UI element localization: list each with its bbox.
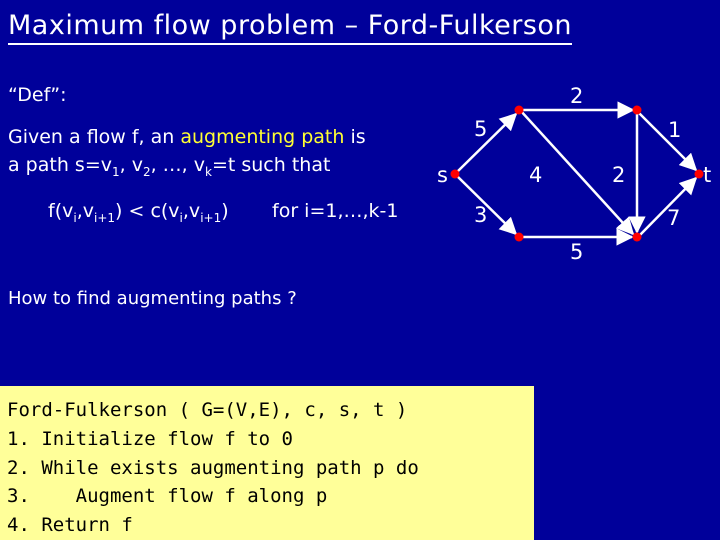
- condition-text: ,v: [76, 200, 94, 222]
- edge-top-left-to-bottom-right: [519, 109, 635, 236]
- capacity-s-to-bottom-left: 3: [474, 203, 487, 227]
- edge-top-right-to-t: [637, 111, 698, 172]
- capacity-s-to-top-left: 5: [474, 117, 487, 141]
- capacity-top: 2: [570, 84, 583, 108]
- definition-text: is: [344, 126, 366, 148]
- definition-label: “Def”:: [8, 84, 67, 106]
- subscript: 2: [142, 164, 151, 179]
- capacity-bottom-right-to-t: 7: [667, 206, 680, 230]
- subscript: i+1: [200, 210, 222, 225]
- capacity-top-right-to-t: 1: [668, 118, 681, 142]
- condition-text: ) < c(v: [115, 200, 180, 222]
- path-text: , …, v: [150, 154, 205, 176]
- subscript: i: [179, 210, 183, 225]
- capacity-top-right-to-bottom-right: 2: [612, 163, 625, 187]
- pseudocode-box: Ford-Fulkerson ( G=(V,E), c, s, t ) 1. In…: [0, 386, 534, 540]
- node-s: [450, 169, 460, 179]
- path-text: a path s=v: [8, 154, 112, 176]
- node-bottom-right: [632, 232, 642, 242]
- condition-text: ,v: [182, 200, 201, 222]
- condition-text: ): [221, 200, 229, 222]
- augmenting-path-highlight: augmenting path: [180, 126, 345, 148]
- definition-line-2: a path s=v1, v2, …, vk=t such that: [8, 154, 330, 179]
- definition-text: Given a flow f, an: [8, 126, 181, 148]
- condition-range: for i=1,…,k-1: [272, 200, 399, 222]
- node-top-right: [632, 105, 642, 115]
- pseudocode-line: 3. Augment flow f along p: [7, 485, 328, 508]
- pseudocode-line: 1. Initialize flow f to 0: [7, 427, 293, 450]
- node-t: [694, 169, 704, 179]
- subscript: i+1: [94, 210, 116, 225]
- graph-nodes: [450, 105, 704, 242]
- pseudocode-line: Ford-Fulkerson ( G=(V,E), c, s, t ): [7, 399, 408, 421]
- sink-label: t: [703, 163, 711, 187]
- edge-s-to-top-left: [455, 112, 518, 174]
- slide-title: Maximum flow problem – Ford-Fulkerson: [8, 10, 573, 45]
- subscript: 1: [111, 164, 120, 179]
- path-text: , v: [119, 154, 143, 176]
- question-text: How to find augmenting paths ?: [8, 288, 297, 309]
- edge-bottom-right-to-t: [637, 176, 698, 238]
- capacity-top-left-to-bottom-right: 4: [529, 163, 542, 187]
- edge-s-to-bottom-left: [455, 174, 518, 236]
- subscript: i: [73, 210, 77, 225]
- augmenting-condition: f(vi,vi+1) < c(vi,vi+1): [48, 200, 229, 225]
- graph-edges: [455, 101, 698, 246]
- pseudocode-line: 4. Return f: [7, 514, 133, 537]
- node-top-left: [514, 105, 524, 115]
- graph-labels: s t 2 5 1 4 2 3 5 7: [437, 84, 711, 264]
- definition-line-1: Given a flow f, an augmenting path is: [8, 126, 366, 148]
- path-text: =t such that: [211, 154, 331, 176]
- node-bottom-left: [514, 232, 524, 242]
- condition-text: f(v: [48, 200, 74, 222]
- source-label: s: [437, 163, 448, 187]
- capacity-bottom: 5: [570, 240, 583, 264]
- subscript: k: [205, 164, 212, 179]
- pseudocode-line: 2. While exists augmenting path p do: [7, 456, 419, 479]
